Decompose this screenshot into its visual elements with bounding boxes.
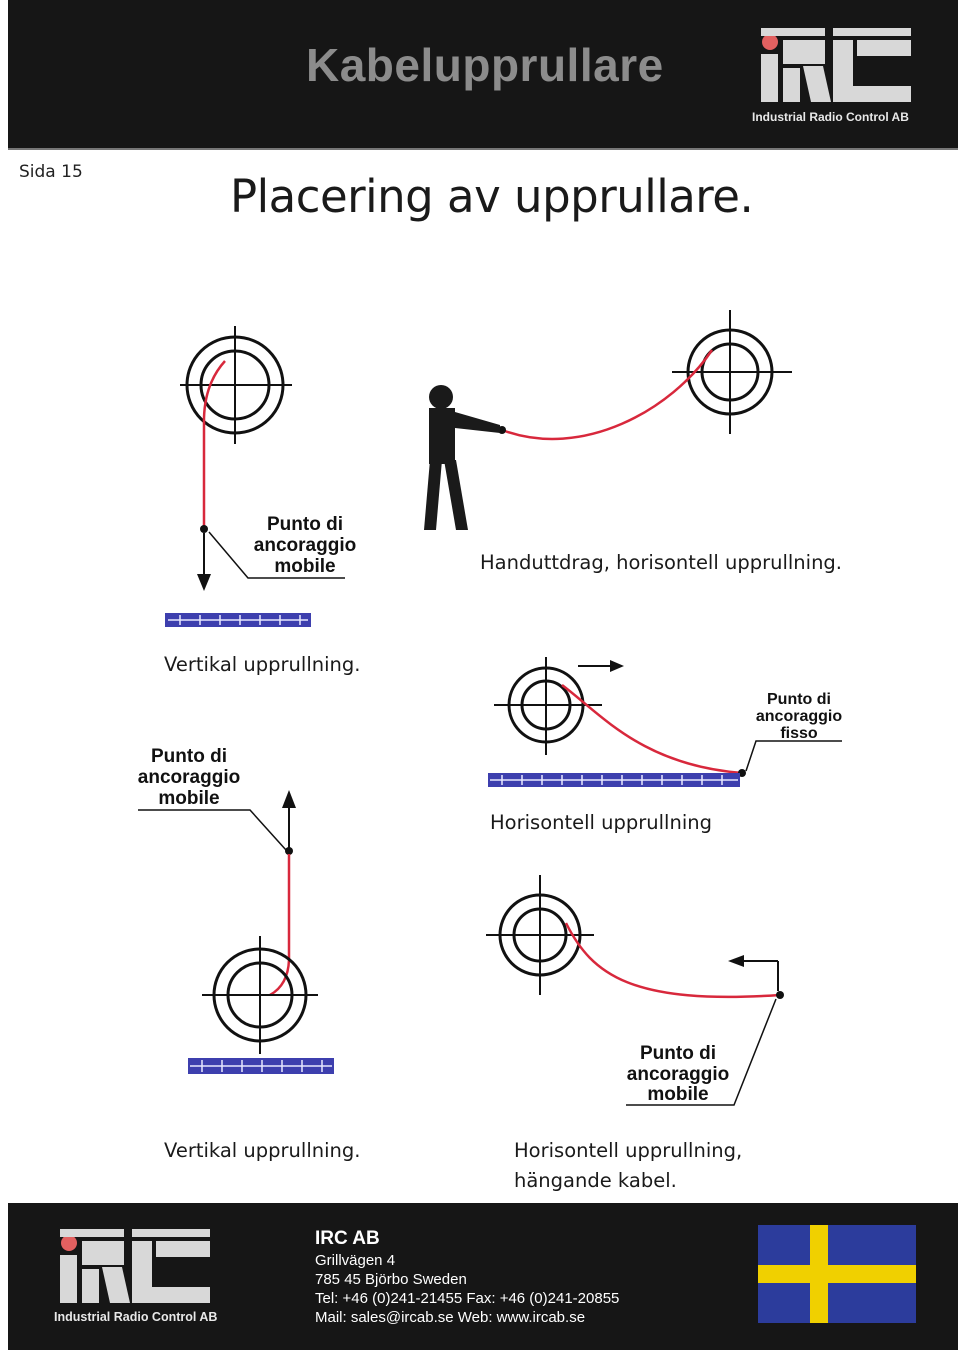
- diagram-vertical-down: Punto di ancoraggio mobile: [160, 318, 370, 638]
- label-mobile-1: Punto di: [151, 746, 227, 767]
- page-number: Sida 15: [19, 162, 83, 182]
- ground-hatch: [488, 773, 740, 787]
- label-mobile-1: Punto di: [267, 514, 343, 535]
- address-line-2: 785 45 Björbo Sweden: [315, 1271, 467, 1288]
- caption-horizontal-hanging-2: hängande kabel.: [514, 1169, 677, 1192]
- label-mobile-2: ancoraggio: [138, 767, 240, 788]
- irc-logo-icon: [753, 24, 918, 106]
- person-silhouette-icon: [424, 385, 500, 530]
- address-line-1: Grillvägen 4: [315, 1252, 396, 1269]
- label-mobile-2: ancoraggio: [627, 1064, 729, 1085]
- sweden-flag-icon: [758, 1225, 916, 1323]
- ground-hatch: [165, 613, 311, 627]
- ground-hatch: [188, 1058, 334, 1074]
- caption-hand-pull: Handuttdrag, horisontell upprullning.: [480, 551, 843, 574]
- header-bar: Kabelupprullare Industrial Radio Control…: [8, 0, 958, 148]
- company-name: IRC AB: [315, 1228, 380, 1249]
- diagram-hand-pull: [422, 300, 797, 532]
- label-mobile-1: Punto di: [640, 1043, 716, 1064]
- reel-icon: [494, 657, 602, 755]
- label-mobile-2: ancoraggio: [254, 535, 356, 556]
- arrow-icon: [728, 955, 744, 967]
- reel-icon: [180, 326, 292, 444]
- diagram-horizontal-fixed: Punto di ancoraggio fisso: [482, 645, 852, 795]
- label-mobile-3: mobile: [647, 1084, 708, 1105]
- arrow-icon: [197, 574, 211, 591]
- label-fixed-3: fisso: [780, 725, 818, 742]
- arrow-icon: [610, 660, 624, 672]
- caption-horizontal-hanging-1: Horisontell upprullning,: [514, 1139, 743, 1162]
- contact-line: Mail: sales@ircab.se Web: www.ircab.se: [315, 1309, 586, 1326]
- contact-block: IRC AB Grillvägen 4 785 45 Björbo Sweden…: [315, 1227, 619, 1327]
- caption-horizontal: Horisontell upprullning: [490, 811, 712, 834]
- header-title: Kabelupprullare: [306, 39, 664, 91]
- page-title: Placering av upprullare.: [230, 170, 754, 223]
- reel-icon: [672, 310, 792, 434]
- reel-icon: [486, 875, 594, 995]
- irc-logo-icon: [52, 1225, 217, 1307]
- label-mobile-3: mobile: [274, 556, 335, 577]
- label-fixed-1: Punto di: [767, 691, 831, 708]
- label-mobile-3: mobile: [158, 788, 219, 809]
- arrow-icon: [282, 790, 296, 808]
- footer-bar: Industrial Radio Control AB IRC AB Grill…: [8, 1203, 958, 1350]
- reel-icon: [202, 936, 318, 1054]
- phone-line: Tel: +46 (0)241-21455 Fax: +46 (0)241-20…: [315, 1290, 620, 1307]
- diagram-horizontal-hanging: Punto di ancoraggio mobile: [482, 865, 802, 1110]
- caption-vertical-top: Vertikal upprullning.: [164, 653, 361, 676]
- footer-logo-caption: Industrial Radio Control AB: [54, 1310, 218, 1324]
- diagram-vertical-up: Punto di ancoraggio mobile: [130, 740, 345, 1085]
- label-fixed-2: ancoraggio: [756, 708, 842, 725]
- caption-vertical-bottom: Vertikal upprullning.: [164, 1139, 361, 1162]
- header-logo-caption: Industrial Radio Control AB: [752, 110, 909, 124]
